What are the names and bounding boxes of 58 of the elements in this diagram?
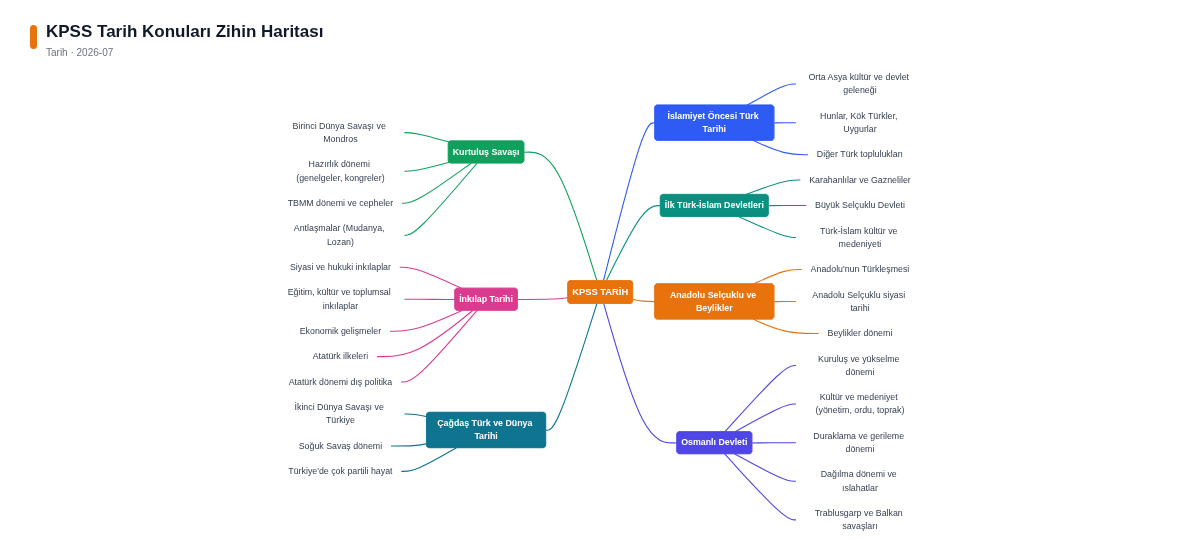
connector bbox=[376, 310, 474, 358]
node-text: Trablusgarp ve Balkan savaşları bbox=[814, 508, 903, 531]
connector bbox=[773, 122, 797, 124]
node-text: Ekonomik gelişmeler bbox=[299, 326, 381, 336]
connector bbox=[403, 162, 478, 236]
connector bbox=[602, 122, 656, 282]
node-text: Türk-İslam kültür ve medeniyeti bbox=[819, 225, 898, 249]
connector bbox=[746, 83, 797, 106]
node-text: Antlaşmalar (Mudanya, Lozan) bbox=[293, 223, 385, 247]
node-text: Soğuk Savaş dönemi bbox=[298, 441, 382, 451]
connector bbox=[767, 204, 807, 207]
connector bbox=[723, 364, 797, 433]
connector bbox=[516, 297, 569, 301]
connector bbox=[734, 453, 797, 482]
node-text: Diğer Türk toplulukları bbox=[816, 149, 903, 160]
node-text: Dağılma dönemi ve ıslahatlar bbox=[820, 469, 897, 493]
connector bbox=[751, 442, 797, 444]
node-text: Beylikler dönemi bbox=[827, 328, 893, 338]
connector bbox=[752, 140, 809, 156]
node-text: Hunlar, Kök Türkler, Uygurlar bbox=[819, 111, 898, 134]
node-text: TBMM dönemi ve cepheler bbox=[287, 198, 393, 208]
connector bbox=[403, 413, 428, 418]
node-text: Siyasi ve hukuki inkılaplar bbox=[289, 262, 391, 272]
node-text: Karahanlılar ve Gazneliler bbox=[808, 175, 911, 185]
node-text: İkinci Dünya Savaşı ve Türkiye bbox=[294, 402, 384, 426]
node-text: Hazırlık dönemi (genelgeler, kongreler) bbox=[296, 159, 385, 183]
connector bbox=[632, 298, 656, 303]
node-text: Kuruluş ve yükselme dönemi bbox=[817, 353, 900, 377]
connector bbox=[523, 151, 598, 282]
node-text: Eğitim, kültür ve toplumsal inkılaplar bbox=[287, 287, 391, 311]
connector bbox=[400, 447, 457, 472]
connector bbox=[390, 443, 428, 447]
connector bbox=[399, 266, 463, 290]
connector bbox=[401, 162, 472, 204]
node-text: Kültür ve medeniyet (yönetim, ordu, toprak) bbox=[815, 392, 905, 416]
connector bbox=[400, 310, 478, 383]
node-text: Atatürk dönemi dış politika bbox=[288, 377, 392, 387]
connector bbox=[605, 205, 661, 282]
node-text: Birinci Dünya Savaşı ve Mondros bbox=[292, 121, 386, 144]
node-text: Büyük Selçuklu Devleti bbox=[814, 200, 905, 210]
connector bbox=[734, 403, 797, 433]
connector bbox=[545, 303, 598, 431]
connector bbox=[723, 453, 797, 521]
subtitle: Tarih · 2026-07 bbox=[46, 47, 114, 58]
node-text: Duraklama ve gerileme dönemi bbox=[813, 431, 904, 454]
node-text: Anadolu'nun Türkleşmesi bbox=[810, 264, 910, 274]
node-text: Atatürk ilkeleri bbox=[312, 351, 368, 362]
connector bbox=[773, 300, 797, 303]
connector bbox=[403, 298, 456, 301]
connector bbox=[389, 310, 463, 332]
node-text: Anadolu Selçuklu siyasi tarihi bbox=[812, 289, 905, 313]
connector bbox=[403, 161, 450, 172]
connector bbox=[403, 132, 450, 143]
node-text: Orta Asya kültür ve devlet geleneği bbox=[808, 72, 909, 96]
node-text: Türkiye'de çok partili hayat bbox=[288, 466, 393, 476]
connector bbox=[738, 216, 797, 238]
title: KPSS Tarih Konuları Zihin Haritası bbox=[46, 22, 324, 42]
connector bbox=[603, 303, 678, 444]
